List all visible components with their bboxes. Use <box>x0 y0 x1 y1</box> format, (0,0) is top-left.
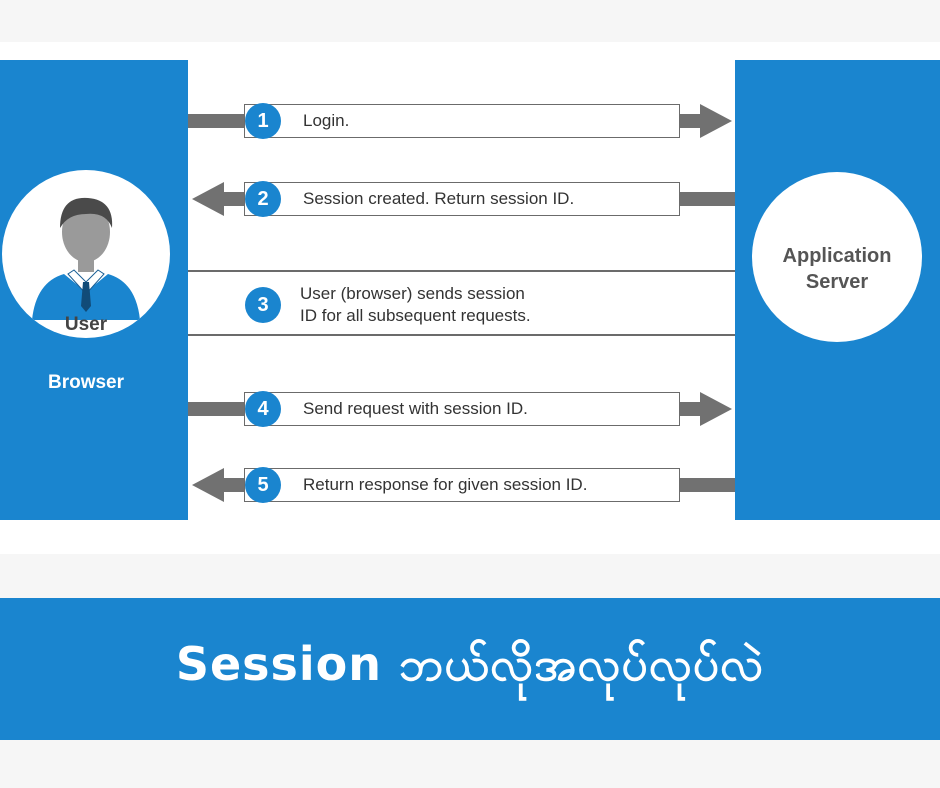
step-1-tail <box>188 114 248 128</box>
step-2-tail <box>680 192 735 206</box>
title-banner: Session ဘယ်လိုအလုပ်လုပ်လဲ <box>0 598 940 740</box>
step-1-badge: 1 <box>245 103 281 139</box>
step-2-text: Session created. Return session ID. <box>303 189 575 208</box>
step-1-box: Login. <box>244 104 680 138</box>
step-4-badge: 4 <box>245 391 281 427</box>
step-5-shaft <box>220 478 250 492</box>
step-2-box: Session created. Return session ID. <box>244 182 680 216</box>
browser-label: Browser <box>47 372 125 393</box>
step-3-text-line2: ID for all subsequent requests. <box>300 306 531 325</box>
step-3-bottom-line <box>188 334 735 336</box>
user-silhouette-icon <box>32 197 140 320</box>
step-2-badge: 2 <box>245 181 281 217</box>
step-4-box: Send request with session ID. <box>244 392 680 426</box>
step-1-shaft <box>680 114 704 128</box>
banner-title: Session ဘယ်လိုအလုပ်လုပ်လဲ <box>175 636 765 691</box>
step-3-top-line <box>188 270 735 272</box>
step-5-tail <box>680 478 735 492</box>
step-4-shaft <box>680 402 704 416</box>
arrow-left-icon <box>192 182 224 216</box>
user-avatar <box>2 170 170 338</box>
step-5-box: Return response for given session ID. <box>244 468 680 502</box>
step-5-text: Return response for given session ID. <box>303 475 588 494</box>
step-1-text: Login. <box>303 111 350 130</box>
arrow-right-icon <box>700 104 732 138</box>
step-4-text: Send request with session ID. <box>303 399 528 418</box>
server-label-line1: Application <box>782 245 892 267</box>
step-5-badge: 5 <box>245 467 281 503</box>
step-4-tail <box>188 402 248 416</box>
arrow-right-icon <box>700 392 732 426</box>
arrow-left-icon <box>192 468 224 502</box>
server-label-line2: Server <box>805 271 869 293</box>
server-label: Application Server <box>752 243 922 295</box>
step-2-shaft <box>220 192 250 206</box>
step-3-text: User (browser) sends session ID for all … <box>300 283 531 327</box>
user-label: User <box>64 314 108 335</box>
server-circle <box>752 172 922 342</box>
step-3-badge: 3 <box>245 287 281 323</box>
step-3-text-line1: User (browser) sends session <box>300 284 525 303</box>
